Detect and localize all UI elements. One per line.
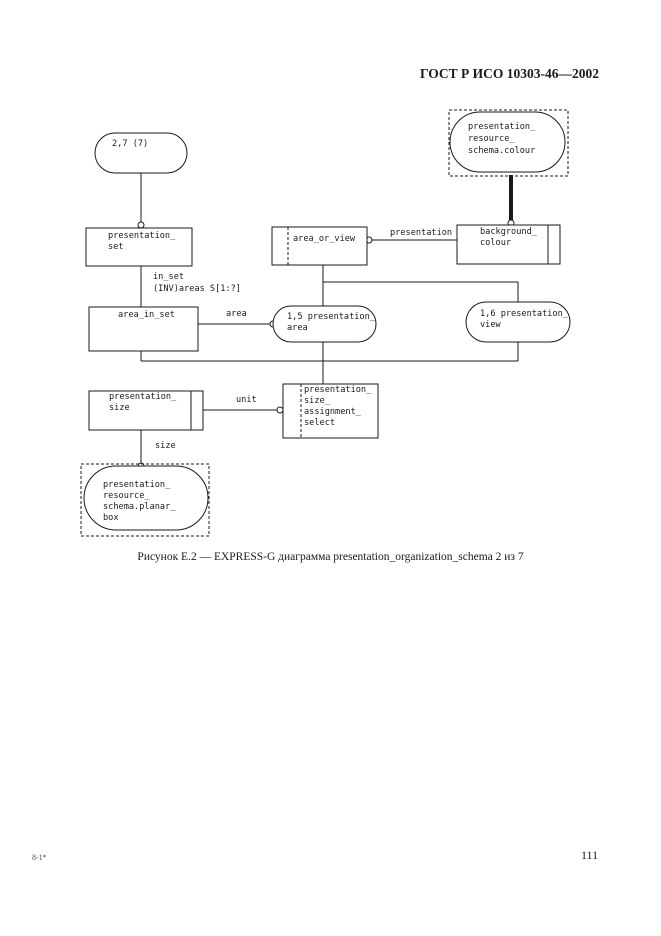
node-text: area_in_set: [118, 310, 175, 320]
relation-label: in_set: [153, 272, 184, 282]
node-text: schema.colour: [468, 146, 535, 156]
relation-label: size: [155, 441, 176, 451]
relation-label: area: [226, 309, 247, 319]
node-text: select: [304, 418, 335, 428]
node-presentation-view: [465, 301, 571, 343]
circle-end: [137, 221, 145, 229]
document-header: ГОСТ Р ИСО 10303-46—2002: [419, 66, 599, 81]
sheet-mark: 8-1*: [32, 853, 47, 862]
node-text: size_: [304, 396, 331, 406]
node-text: assignment_: [304, 407, 362, 417]
circle-end: [276, 406, 284, 414]
node-text: presentation_: [108, 231, 176, 241]
relation-label: unit: [236, 395, 257, 405]
node-text: box: [103, 513, 119, 523]
relation-label: presentation: [390, 228, 452, 238]
node-area-in-set: [88, 306, 199, 352]
node-text: size: [109, 403, 130, 413]
node-resource-colour-inner: [449, 111, 566, 173]
node-presentation-size: [88, 390, 204, 431]
node-text: presentation_: [103, 480, 171, 490]
node-text: 1,6 presentation_: [480, 309, 569, 319]
node-size-assignment-select: [282, 383, 379, 439]
node-text: area_or_view: [293, 234, 356, 244]
node-text: presentation_: [468, 122, 536, 132]
node-page-reference: [94, 132, 188, 174]
node-area-or-view: [271, 226, 368, 266]
node-text: resource_: [468, 134, 515, 144]
node-planar-box-inner: [83, 465, 209, 531]
node-text: presentation_: [304, 385, 372, 395]
node-text: schema.planar_: [103, 502, 176, 512]
node-text: 1,5 presentation_: [287, 312, 376, 322]
node-text: background_: [480, 227, 538, 237]
node-presentation-set: [85, 227, 193, 267]
node-text: 2,7 (7): [112, 139, 148, 149]
node-presentation-area: [272, 305, 377, 343]
node-text: resource_: [103, 491, 150, 501]
node-text: view: [480, 320, 502, 330]
relation-label: (INV)areas S[1:?]: [153, 284, 241, 294]
page-number: 111: [581, 848, 599, 862]
node-background-colour: [456, 224, 561, 265]
dashed-frame-resource-colour: [448, 109, 569, 177]
node-text: set: [108, 242, 124, 252]
node-text: presentation_: [109, 392, 177, 402]
node-text: colour: [480, 238, 511, 248]
node-text: area: [287, 323, 308, 333]
figure-caption: Рисунок E.2 — EXPRESS-G диаграмма presen…: [137, 551, 524, 563]
